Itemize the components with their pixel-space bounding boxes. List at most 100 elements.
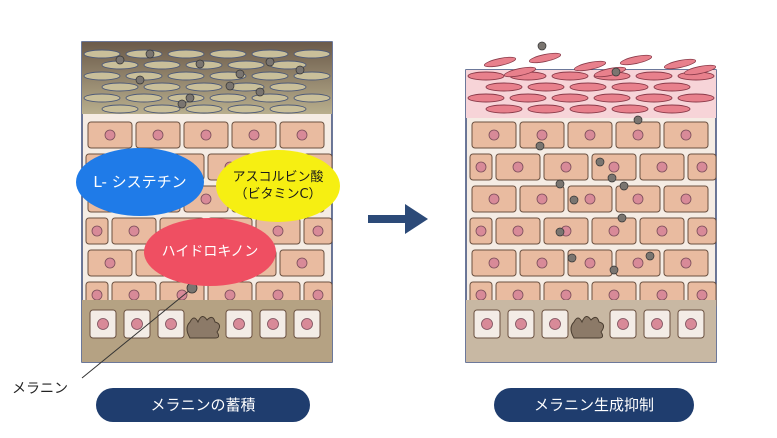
- cell-nucleus: [224, 289, 236, 301]
- melanin-granule: [185, 93, 195, 103]
- corneum-flake: [83, 93, 121, 103]
- cell-nucleus: [248, 129, 260, 141]
- cell-nucleus: [267, 318, 279, 330]
- cell-nucleus: [696, 225, 708, 237]
- cell-nucleus: [475, 289, 487, 301]
- left-melanin-granules: [115, 49, 305, 109]
- corneum-flake: [527, 82, 565, 92]
- cell-nucleus: [584, 193, 596, 205]
- right-cell-grid: [469, 121, 717, 309]
- cell-nucleus: [481, 318, 493, 330]
- cell-nucleus: [584, 257, 596, 269]
- corneum-flake: [467, 71, 505, 81]
- cell-nucleus: [104, 129, 116, 141]
- cell-nucleus: [233, 318, 245, 330]
- cell-nucleus: [632, 193, 644, 205]
- corneum-flake: [143, 104, 181, 114]
- corneum-flake: [551, 71, 589, 81]
- corneum-flake: [509, 93, 547, 103]
- cell-nucleus: [560, 161, 572, 173]
- cell-nucleus: [632, 129, 644, 141]
- agent-hydroquinone: ハイドロキノン: [144, 218, 276, 286]
- corneum-flake: [209, 93, 247, 103]
- melanin-granule: [611, 67, 621, 77]
- cell-nucleus: [680, 129, 692, 141]
- cell-nucleus: [272, 225, 284, 237]
- cell-nucleus: [512, 225, 524, 237]
- cell-nucleus: [131, 318, 143, 330]
- right-basal-cells: [473, 309, 705, 339]
- cell-nucleus: [651, 318, 663, 330]
- arrow-right-icon: [368, 204, 428, 234]
- corneum-flake: [125, 49, 163, 59]
- melanin-granule: [195, 59, 205, 69]
- cell-nucleus: [312, 225, 324, 237]
- corneum-flake: [167, 49, 205, 59]
- corneum-flake: [569, 104, 607, 114]
- right-skin-panel: [465, 41, 717, 363]
- corneum-flake: [653, 82, 691, 92]
- corneum-flake: [251, 71, 289, 81]
- corneum-flake: [227, 104, 265, 114]
- corneum-flake: [143, 60, 181, 70]
- cell-nucleus: [515, 318, 527, 330]
- melanin-granule: [607, 173, 617, 183]
- melanin-granule: [255, 87, 265, 97]
- cell-nucleus: [512, 289, 524, 301]
- left-basal-cells: [89, 309, 321, 339]
- melanin-granule: [617, 213, 627, 223]
- cell-nucleus: [176, 289, 188, 301]
- cell-nucleus: [632, 257, 644, 269]
- corneum-flake: [569, 82, 607, 92]
- cell-nucleus: [312, 289, 324, 301]
- corneum-flake: [167, 71, 205, 81]
- corneum-flake: [209, 49, 247, 59]
- agent-ascorbic-acid-label: アスコルビン酸 （ビタミンC）: [232, 170, 324, 202]
- corneum-flake: [467, 93, 505, 103]
- cell-nucleus: [685, 318, 697, 330]
- corneum-flake: [83, 49, 121, 59]
- cell-nucleus: [272, 289, 284, 301]
- cell-nucleus: [104, 257, 116, 269]
- melanin-granule: [537, 41, 547, 51]
- corneum-flake: [611, 82, 649, 92]
- corneum-flake: [485, 104, 523, 114]
- melanin-label: メラニン: [12, 381, 68, 397]
- cell-nucleus: [560, 289, 572, 301]
- cell-nucleus: [488, 193, 500, 205]
- corneum-flake: [653, 104, 691, 114]
- cell-nucleus: [200, 129, 212, 141]
- cell-nucleus: [680, 257, 692, 269]
- melanin-granule: [135, 75, 145, 85]
- melanin-granule: [633, 115, 643, 125]
- melanin-granule: [115, 55, 125, 65]
- melanin-granule: [569, 195, 579, 205]
- melanin-granule: [595, 157, 605, 167]
- corneum-flake: [251, 49, 289, 59]
- agent-l-cysteine-label: L- システチン: [93, 172, 187, 191]
- cell-nucleus: [696, 161, 708, 173]
- right-caption: メラニン生成抑制: [494, 388, 694, 422]
- melanocyte: [186, 316, 221, 339]
- corneum-flake: [125, 93, 163, 103]
- corneum-flake: [593, 93, 631, 103]
- left-caption: メラニンの蓄積: [96, 388, 310, 422]
- corneum-flake: [293, 71, 331, 81]
- cell-nucleus: [656, 289, 668, 301]
- corneum-flake: [101, 82, 139, 92]
- cell-nucleus: [488, 257, 500, 269]
- left-stratum-corneum: [82, 42, 332, 114]
- cell-nucleus: [488, 129, 500, 141]
- corneum-flake: [185, 104, 223, 114]
- right-corneum-flakes: [467, 52, 717, 114]
- corneum-flake: [293, 93, 331, 103]
- cell-nucleus: [128, 225, 140, 237]
- cell-nucleus: [296, 129, 308, 141]
- corneum-flake: [293, 49, 331, 59]
- cell-nucleus: [128, 289, 140, 301]
- cell-nucleus: [608, 289, 620, 301]
- melanin-granule: [619, 181, 629, 191]
- melanin-granule: [225, 81, 235, 91]
- corneum-flake: [269, 82, 307, 92]
